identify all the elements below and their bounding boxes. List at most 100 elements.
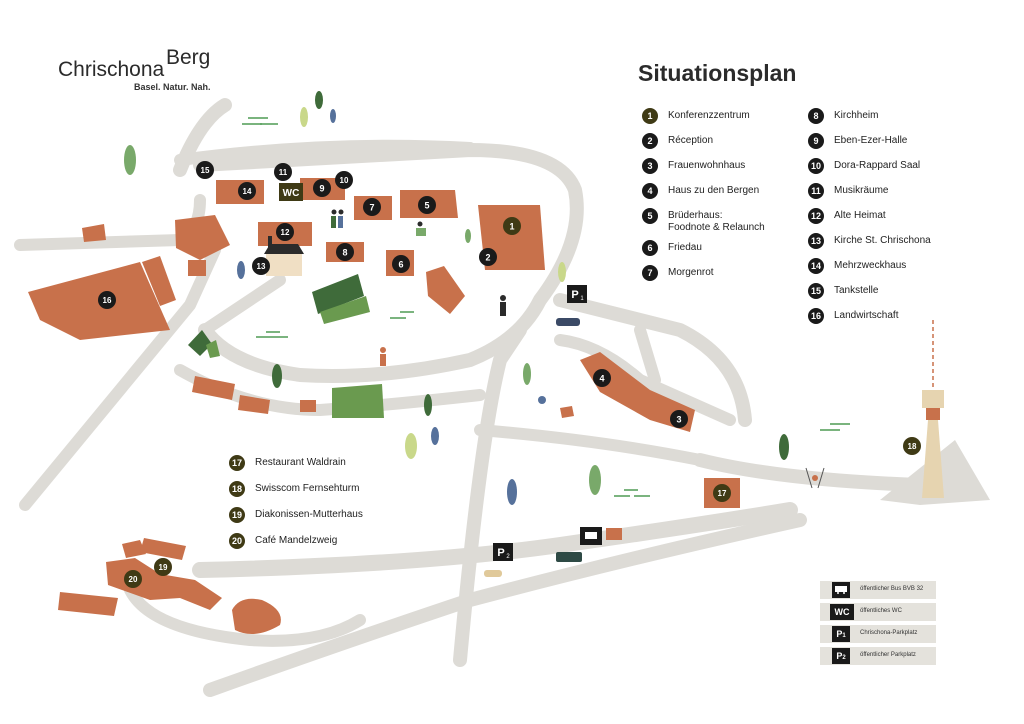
- legend-number: 12: [808, 208, 824, 224]
- legend-item-20[interactable]: 20 Café Mandelzweig: [229, 533, 337, 551]
- svg-text:3: 3: [676, 415, 681, 425]
- svg-text:WC: WC: [283, 188, 300, 199]
- road-south-main: [192, 502, 798, 578]
- map-marker-18[interactable]: 18: [903, 437, 921, 455]
- map-marker-9[interactable]: 9: [313, 179, 331, 197]
- legend-label: Diakonissen-Mutterhaus: [255, 509, 363, 520]
- grass-marks: [242, 117, 850, 497]
- key-label: öffentlicher Bus BVB 32: [860, 586, 924, 592]
- legend-number: 13: [808, 233, 824, 249]
- map-marker-14[interactable]: 14: [238, 182, 256, 200]
- building-south-small: [606, 528, 622, 540]
- legend-label: Musikräume: [834, 185, 889, 196]
- wc-icon: WC: [830, 604, 854, 620]
- legend-number: 19: [229, 507, 245, 523]
- legend-label: Alte Heimat: [834, 210, 886, 221]
- road-west-diagonal: [19, 244, 221, 511]
- svg-text:5: 5: [424, 201, 429, 211]
- legend-item-19[interactable]: 19 Diakonissen-Mutterhaus: [229, 507, 363, 525]
- key-item-bus: öffentlicher Bus BVB 32: [820, 581, 936, 599]
- legend-number: 7: [642, 265, 658, 281]
- map-marker-1[interactable]: 1: [503, 217, 521, 235]
- parking-sign-p1[interactable]: P 1: [567, 285, 587, 303]
- building-east-small: [426, 266, 465, 314]
- map-marker-15[interactable]: 15: [196, 161, 214, 179]
- legend-item-17[interactable]: 17 Restaurant Waldrain: [229, 455, 346, 473]
- svg-text:19: 19: [159, 563, 168, 572]
- map-marker-3[interactable]: 3: [670, 410, 688, 428]
- legend-label: Konferenzzentrum: [668, 110, 750, 121]
- legend-label: Restaurant Waldrain: [255, 457, 346, 468]
- svg-text:12: 12: [281, 228, 290, 237]
- map-marker-10[interactable]: 10: [335, 171, 353, 189]
- bus-stop-sign[interactable]: [580, 527, 602, 545]
- legend-label: Café Mandelzweig: [255, 535, 338, 546]
- svg-text:18: 18: [908, 442, 917, 451]
- map-marker-7[interactable]: 7: [363, 198, 381, 216]
- map-marker-11[interactable]: 11: [274, 163, 292, 181]
- map-marker-12[interactable]: 12: [276, 223, 294, 241]
- legend-label: Eben-Ezer-Halle: [834, 135, 908, 146]
- building-16b: [142, 256, 176, 306]
- legend-label: Tankstelle: [834, 285, 879, 296]
- road-cross: [474, 424, 706, 466]
- map-marker-17[interactable]: 17: [713, 484, 731, 502]
- legend-label-line2: Foodnote & Relaunch: [668, 222, 765, 233]
- legend-label: Dora-Rappard Saal: [834, 160, 921, 171]
- legend-item-12[interactable]: 12 Alte Heimat: [808, 208, 886, 226]
- map-markers[interactable]: 1 2 3 4 5 6 7 8 9 10 11 12 13 14 15 16 1…: [98, 161, 921, 588]
- road-north-arc: [174, 139, 476, 166]
- map-marker-5[interactable]: 5: [418, 196, 436, 214]
- key-label: Chrischona-Parkplatz: [860, 630, 918, 636]
- tv-tower-illustration: [922, 320, 944, 498]
- road-southwest: [203, 513, 807, 697]
- map-marker-20[interactable]: 20: [124, 570, 142, 588]
- bus-icon: [832, 582, 850, 598]
- legend-label: Kirche St. Chrischona: [834, 235, 931, 246]
- legend-item-7[interactable]: 7 Morgenrot: [642, 265, 714, 283]
- legend-item-13[interactable]: 13 Kirche St. Chrischona: [808, 233, 931, 251]
- map-marker-19[interactable]: 19: [154, 558, 172, 576]
- wc-sign[interactable]: WC: [279, 183, 303, 201]
- legend-item-6[interactable]: 6 Friedau: [642, 240, 702, 258]
- map-marker-8[interactable]: 8: [336, 243, 354, 261]
- legend-label: Réception: [668, 135, 714, 146]
- legend-number: 6: [642, 240, 658, 256]
- map-marker-2[interactable]: 2: [479, 248, 497, 266]
- svg-text:9: 9: [319, 184, 324, 194]
- map-marker-13[interactable]: 13: [252, 257, 270, 275]
- road-inner-diag: [199, 274, 286, 336]
- svg-text:8: 8: [342, 248, 347, 258]
- map-marker-16[interactable]: 16: [98, 291, 116, 309]
- svg-text:1: 1: [580, 296, 584, 302]
- church-illustration: [264, 236, 304, 276]
- legend-label: Friedau: [668, 242, 702, 253]
- legend-number: 17: [229, 455, 245, 471]
- svg-text:11: 11: [279, 168, 288, 177]
- legend-label: Kirchheim: [834, 110, 879, 121]
- legend-number: 20: [229, 533, 245, 549]
- map-marker-6[interactable]: 6: [392, 255, 410, 273]
- map-marker-4[interactable]: 4: [593, 369, 611, 387]
- building-small-mid: [560, 406, 574, 418]
- brand-suffix: Berg: [166, 46, 211, 69]
- legend-number: 16: [808, 308, 824, 324]
- legend-number: 5: [642, 208, 658, 224]
- legend-label: Morgenrot: [668, 267, 714, 278]
- parking-sign-p2[interactable]: P 2: [493, 543, 513, 561]
